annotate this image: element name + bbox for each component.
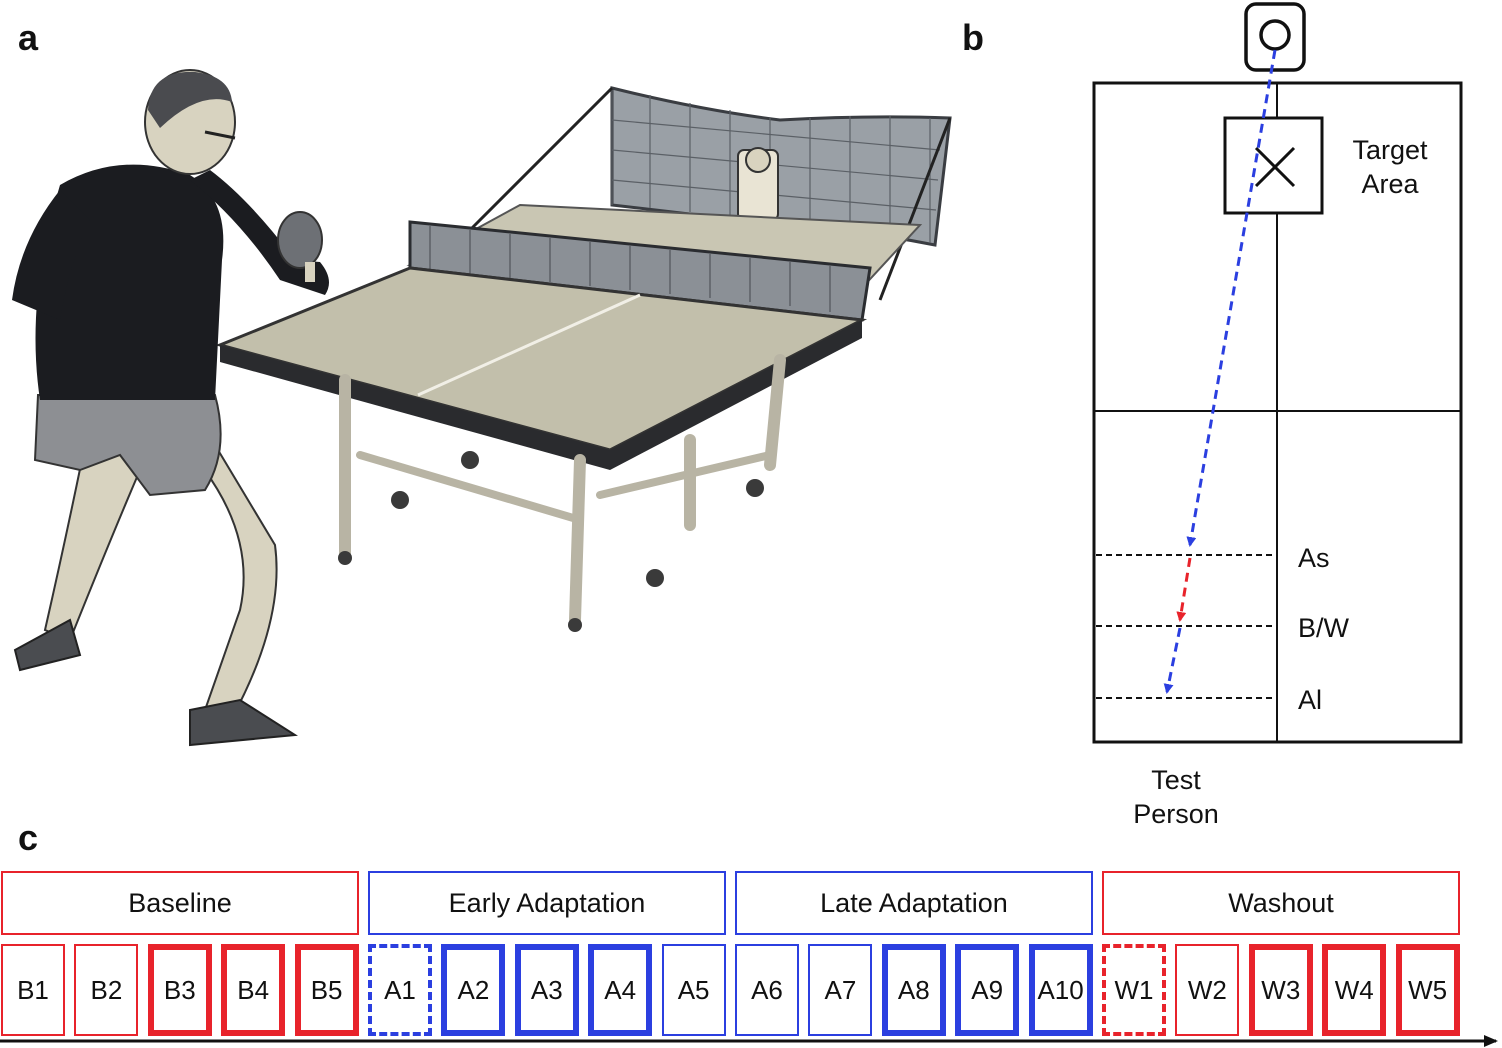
panel-c-letter: c	[18, 817, 39, 858]
block-a9: A9	[955, 944, 1020, 1036]
block-b3: B3	[147, 944, 212, 1036]
ball-robot	[737, 147, 779, 221]
block-w2: W2	[1175, 944, 1240, 1036]
block-a5: A5	[661, 944, 726, 1036]
table-edge	[220, 345, 610, 470]
phase-washout: Washout	[1102, 871, 1460, 935]
block-a6: A6	[735, 944, 799, 1036]
level-label-bw: B/W	[1298, 613, 1349, 643]
block-a8: A8	[881, 944, 946, 1036]
panel-b-letter: b	[962, 17, 984, 58]
block-w1: W1	[1102, 944, 1166, 1036]
block-w4: W4	[1322, 944, 1387, 1036]
test-person-label: Test Person	[1133, 765, 1219, 829]
target-area-box	[1223, 116, 1324, 215]
block-a1: A1	[368, 944, 432, 1036]
trajectory-shift-red	[1176, 557, 1192, 622]
block-b5: B5	[294, 944, 359, 1036]
block-a2: A2	[441, 944, 506, 1036]
trajectory-shift-blue	[1163, 627, 1182, 694]
block-b4: B4	[221, 944, 286, 1036]
block-b1: B1	[1, 944, 65, 1036]
block-a4: A4	[588, 944, 653, 1036]
block-a3: A3	[514, 944, 579, 1036]
table-tennis-illustration	[12, 69, 952, 747]
block-w3: W3	[1248, 944, 1313, 1036]
phase-early-adaptation: Early Adaptation	[368, 871, 726, 935]
panel-a-letter: a	[18, 17, 39, 58]
phase-late-adaptation: Late Adaptation	[735, 871, 1093, 935]
player-figure	[12, 69, 329, 747]
table-legs	[339, 354, 786, 626]
block-w5: W5	[1395, 944, 1460, 1036]
phase-baseline: Baseline	[1, 871, 359, 935]
level-label-as: As	[1298, 543, 1330, 573]
block-a10: A10	[1028, 944, 1093, 1036]
robot-launcher-icon	[1244, 2, 1306, 72]
block-a7: A7	[808, 944, 873, 1036]
block-b2: B2	[74, 944, 139, 1036]
ball-trajectory-blue	[1186, 49, 1277, 547]
level-label-al: Al	[1298, 685, 1323, 715]
target-area-label: Target Area	[1352, 135, 1428, 199]
